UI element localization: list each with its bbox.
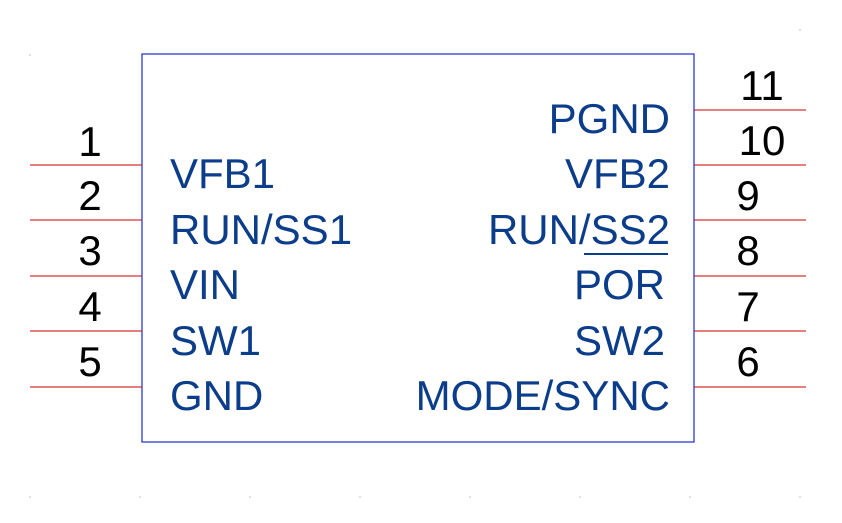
pin-number: 3 xyxy=(78,227,101,274)
pin-number: 1 xyxy=(78,118,101,165)
right-pin-7: 7 SW2 xyxy=(574,283,806,364)
pin-number: 8 xyxy=(736,227,759,274)
left-pin-4: 4 SW1 xyxy=(30,283,261,364)
pin-number: 9 xyxy=(736,172,759,219)
left-pin-3: 3 VIN xyxy=(30,227,240,308)
right-pin-6: 6 MODE/SYNC xyxy=(416,338,806,419)
left-pin-2: 2 RUN/SS1 xyxy=(30,172,352,253)
pin-number: 4 xyxy=(78,283,101,330)
left-pin-1: 1 VFB1 xyxy=(30,118,275,197)
pin-number: 11 xyxy=(740,62,784,109)
pin-name: VFB2 xyxy=(565,150,670,197)
right-pin-11: 11 PGND xyxy=(549,62,806,142)
right-pin-8: 8 POR xyxy=(574,227,806,308)
grid-dots xyxy=(29,29,801,498)
pin-name: VIN xyxy=(170,261,240,308)
pin-number: 2 xyxy=(78,172,101,219)
pin-name: POR xyxy=(574,261,665,308)
pin-name: SW1 xyxy=(170,317,261,364)
pin-name: VFB1 xyxy=(170,150,275,197)
left-pin-5: 5 GND xyxy=(30,338,263,419)
pin-name: RUN/SS2 xyxy=(488,206,670,253)
pin-name: SW2 xyxy=(574,317,665,364)
pin-number: 7 xyxy=(736,283,759,330)
pin-name: PGND xyxy=(549,95,670,142)
right-pin-9: 9 RUN/SS2 xyxy=(488,172,806,253)
pin-number: 6 xyxy=(736,338,759,385)
pin-name: GND xyxy=(170,372,263,419)
pin-name: RUN/SS1 xyxy=(170,206,352,253)
pin-number: 10 xyxy=(739,117,786,164)
right-pin-10: 10 VFB2 xyxy=(565,117,806,197)
pin-number: 5 xyxy=(78,338,101,385)
component-body-outline xyxy=(141,53,695,443)
pin-name: MODE/SYNC xyxy=(416,372,670,419)
